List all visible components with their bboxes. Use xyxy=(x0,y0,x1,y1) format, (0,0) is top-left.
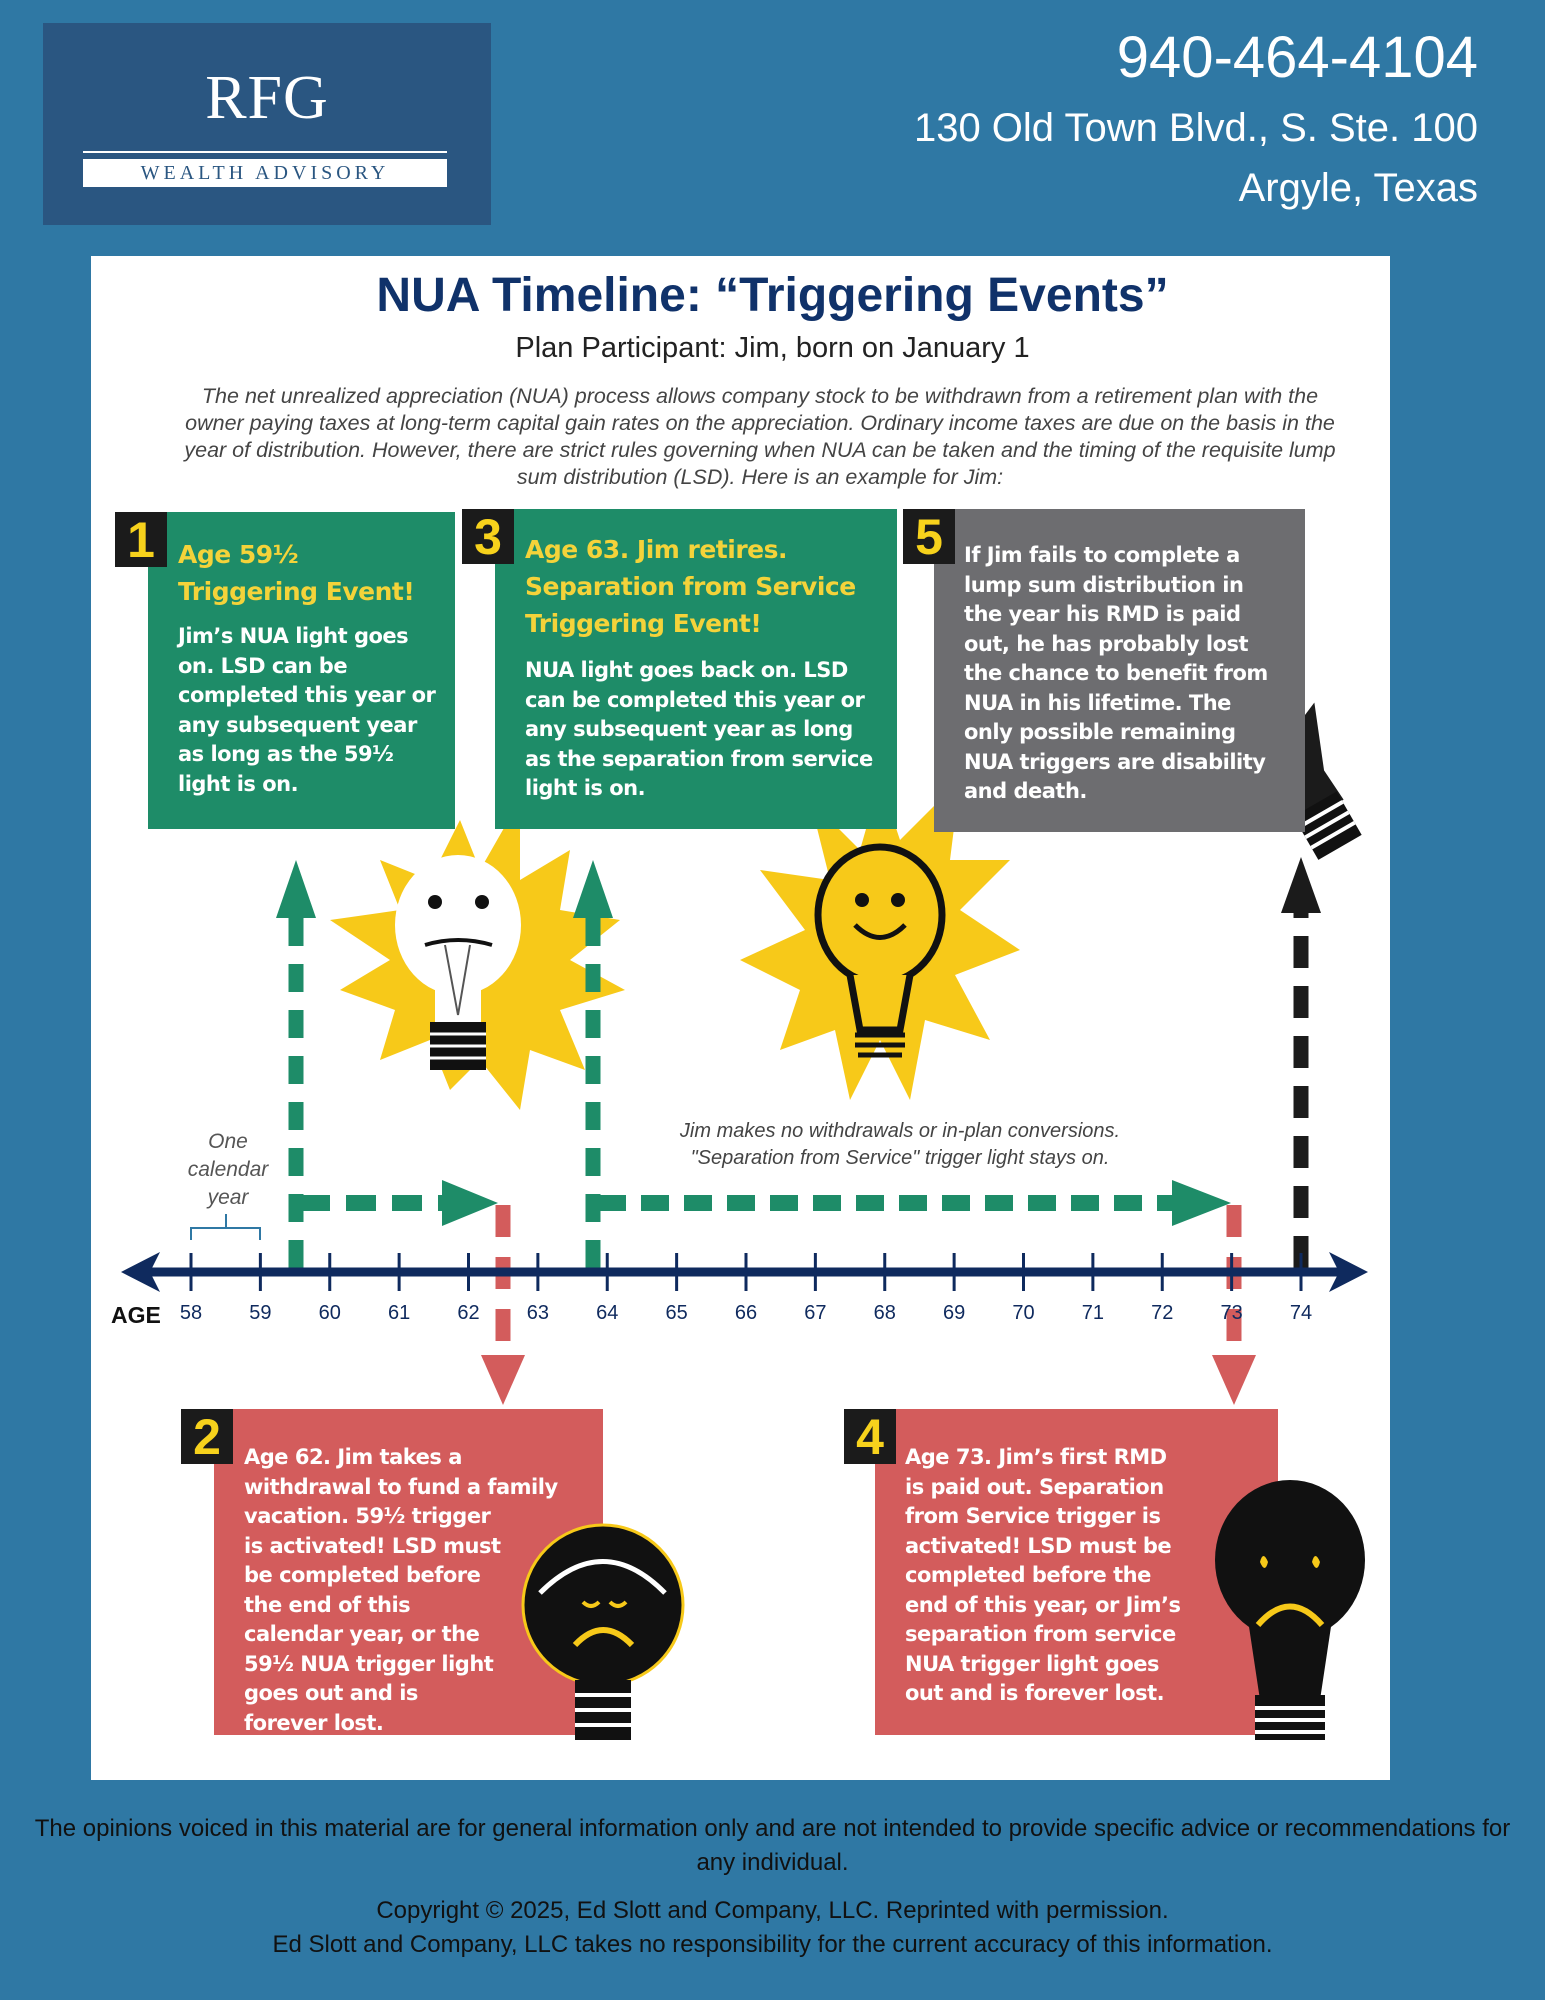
red-arrowhead xyxy=(1212,1355,1256,1405)
logo-sub-text: Wealth Advisory xyxy=(83,159,447,187)
dark-bulb-icon-4 xyxy=(1215,1480,1365,1740)
event-5-body: If Jim fails to complete a lump sum dist… xyxy=(964,543,1268,803)
event-box-5: If Jim fails to complete a lump sum dist… xyxy=(934,509,1305,832)
age-label: 69 xyxy=(943,1302,966,1324)
age-label: 71 xyxy=(1081,1302,1104,1324)
age-label: 64 xyxy=(596,1302,619,1324)
responsibility-text: Ed Slott and Company, LLC takes no respo… xyxy=(272,1931,1273,1958)
age-label: 67 xyxy=(804,1302,827,1324)
event-2-number: 2 xyxy=(181,1409,233,1465)
disclaimer-text: The opinions voiced in this material are… xyxy=(34,1815,1511,1876)
calendar-year-note: One calendar year xyxy=(187,1130,269,1209)
copyright-text: Copyright © 2025, Ed Slott and Company, … xyxy=(376,1897,1169,1924)
age-label: 68 xyxy=(873,1302,896,1324)
age-label: 61 xyxy=(388,1302,411,1324)
age-label: 70 xyxy=(1012,1302,1035,1324)
event-box-3: Age 63. Jim retires. Separation from Ser… xyxy=(495,509,897,829)
event-4-body: Age 73. Jim’s first RMD is paid out. Sep… xyxy=(905,1445,1181,1705)
event-5-number: 5 xyxy=(903,509,955,565)
event-1-number: 1 xyxy=(115,512,167,568)
green-arrowhead xyxy=(276,860,316,918)
age-label: 58 xyxy=(179,1302,203,1324)
address-line-1: 130 Old Town Blvd., S. Ste. 100 xyxy=(913,106,1478,150)
calendar-year-bracket xyxy=(190,1214,261,1240)
event-3-body: NUA light goes back on. LSD can be compl… xyxy=(525,658,873,800)
logo-rule xyxy=(83,151,447,153)
age-label: 65 xyxy=(665,1302,688,1324)
event-3-heading: Age 63. Jim retires. Separation from Ser… xyxy=(525,535,856,638)
age-label: 72 xyxy=(1151,1302,1174,1324)
phone-number[interactable]: 940-464-4104 xyxy=(1116,25,1478,90)
age-label: 60 xyxy=(318,1302,341,1324)
no-withdrawals-note-line-1: Jim makes no withdrawals or in-plan conv… xyxy=(679,1120,1121,1142)
event-box-1: Age 59½ Triggering Event! Jim’s NUA ligh… xyxy=(148,512,455,829)
red-arrowhead xyxy=(481,1355,525,1405)
event-1-heading: Age 59½ Triggering Event! xyxy=(178,540,415,606)
infographic-subtitle: Plan Participant: Jim, born on January 1 xyxy=(515,332,1030,364)
infographic-title: NUA Timeline: “Triggering Events” xyxy=(376,269,1169,322)
age-label: 66 xyxy=(734,1302,758,1324)
age-label: 73 xyxy=(1220,1302,1243,1324)
age-label: 74 xyxy=(1289,1302,1313,1324)
lit-bulb-icon-1 xyxy=(330,800,625,1110)
intro-paragraph: The net unrealized appreciation (NUA) pr… xyxy=(184,384,1336,489)
event-box-4: Age 73. Jim’s first RMD is paid out. Sep… xyxy=(875,1409,1278,1735)
axis-left-arrow xyxy=(121,1252,160,1292)
black-arrowhead xyxy=(1281,857,1321,913)
logo-main-text: RFG xyxy=(205,64,329,132)
age-label: 62 xyxy=(457,1302,480,1324)
age-label: 63 xyxy=(526,1302,549,1324)
address-line-2: Argyle, Texas xyxy=(1238,166,1478,210)
no-withdrawals-note-line-2: "Separation from Service" trigger light … xyxy=(690,1147,1110,1169)
green-arrowhead xyxy=(1172,1180,1231,1226)
no-withdrawals-note: Jim makes no withdrawals or in-plan conv… xyxy=(600,1118,1200,1172)
bulb-wrap-spacer xyxy=(582,1443,583,1513)
event-3-number: 3 xyxy=(462,509,514,565)
age-axis-label: AGE xyxy=(111,1302,161,1328)
event-2-body: Age 62. Jim takes a withdrawal to fund a… xyxy=(244,1445,558,1735)
green-arrowhead xyxy=(442,1180,498,1226)
dark-bulb-icon-2 xyxy=(521,1523,685,1740)
rfg-logo: RFG Wealth Advisory xyxy=(43,23,491,225)
axis-right-arrow xyxy=(1329,1252,1368,1292)
event-1-body: Jim’s NUA light goes on. LSD can be comp… xyxy=(178,624,436,796)
lit-bulb-icon-3 xyxy=(740,780,1020,1100)
green-arrowhead xyxy=(573,860,613,918)
age-label: 59 xyxy=(249,1302,272,1324)
event-4-number: 4 xyxy=(844,1409,896,1465)
